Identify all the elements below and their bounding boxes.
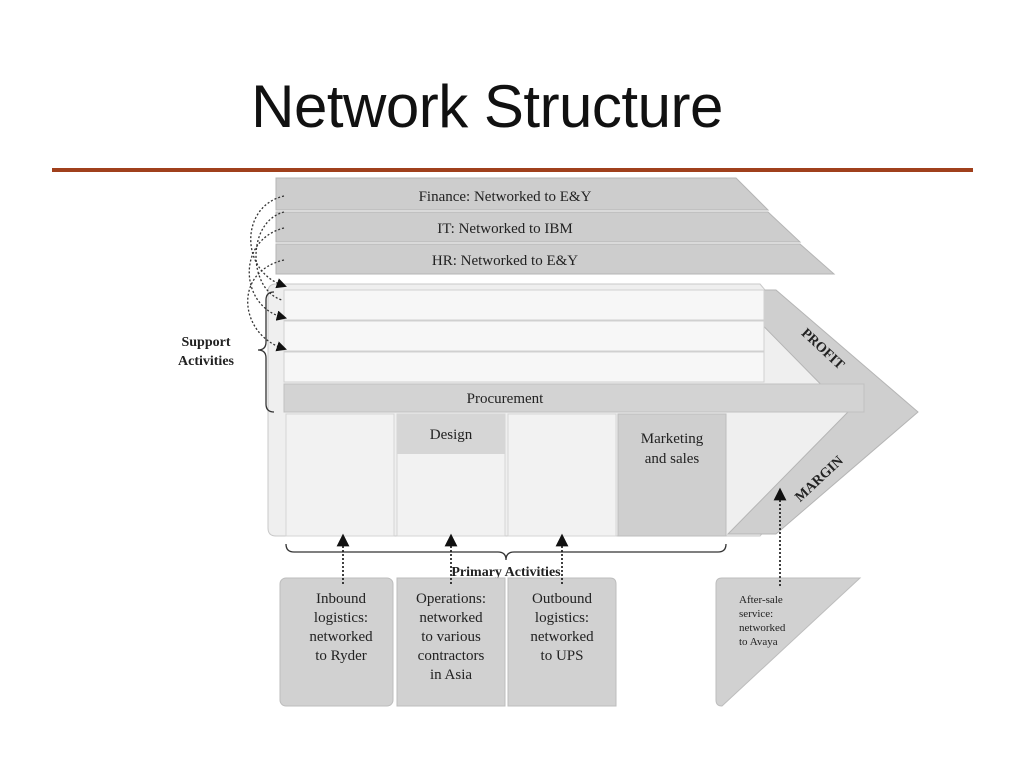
design-label: Design	[430, 427, 473, 443]
outbound-line-2: logistics:	[535, 610, 589, 626]
primary-col-outbound	[507, 413, 617, 537]
inbound-line-3: networked	[309, 629, 373, 645]
outbound-box	[507, 577, 617, 707]
support-row-it	[275, 211, 802, 243]
support-blank-row-1	[283, 289, 765, 321]
after-sale-box	[715, 577, 862, 707]
support-row-it-label: IT: Networked to IBM	[437, 221, 572, 237]
inbound-line-4: to Ryder	[315, 648, 366, 664]
inbound-line-1: Inbound	[316, 591, 366, 607]
outbound-line-1: Outbound	[532, 591, 593, 607]
support-row-finance-label: Finance: Networked to E&Y	[419, 189, 592, 205]
support-arrow-4	[255, 211, 285, 301]
after-sale-line-4: to Avaya	[739, 636, 778, 648]
operations-line-1: Operations:	[416, 591, 486, 607]
operations-line-2: networked	[419, 610, 483, 626]
after-sale-line-2: service:	[739, 608, 773, 620]
support-blank-row-2	[283, 320, 765, 352]
primary-col-inbound	[285, 413, 395, 537]
inbound-box	[279, 577, 394, 707]
marketing-label-line2: and sales	[645, 451, 700, 467]
support-label-line2: Activities	[178, 354, 235, 369]
design-header	[397, 414, 505, 454]
after-sale-line-1: After-sale	[739, 594, 783, 606]
support-label-line1: Support	[181, 335, 230, 350]
procurement-label: Procurement	[467, 391, 544, 407]
operations-line-4: contractors	[418, 648, 485, 664]
primary-brace	[285, 543, 727, 561]
outbound-line-4: to UPS	[541, 648, 584, 664]
support-arrow-2	[248, 227, 288, 321]
support-row-finance	[275, 177, 770, 211]
outbound-line-3: networked	[530, 629, 594, 645]
operations-line-3: to various	[421, 629, 481, 645]
operations-line-5: in Asia	[430, 667, 472, 683]
support-brace	[257, 291, 275, 413]
title-divider	[52, 168, 973, 172]
support-blank-row-3	[283, 351, 765, 383]
after-sale-line-3: networked	[739, 622, 786, 634]
primary-activities-label: Primary Activities	[451, 565, 561, 580]
marketing-label-line1: Marketing	[641, 431, 704, 447]
procurement-row	[283, 383, 865, 413]
primary-col-marketing	[617, 413, 727, 537]
support-row-hr	[275, 243, 836, 275]
inbound-line-2: logistics:	[314, 610, 368, 626]
support-arrow-3	[247, 259, 287, 352]
slide-title: Network Structure	[251, 73, 723, 140]
support-row-hr-label: HR: Networked to E&Y	[432, 253, 578, 269]
